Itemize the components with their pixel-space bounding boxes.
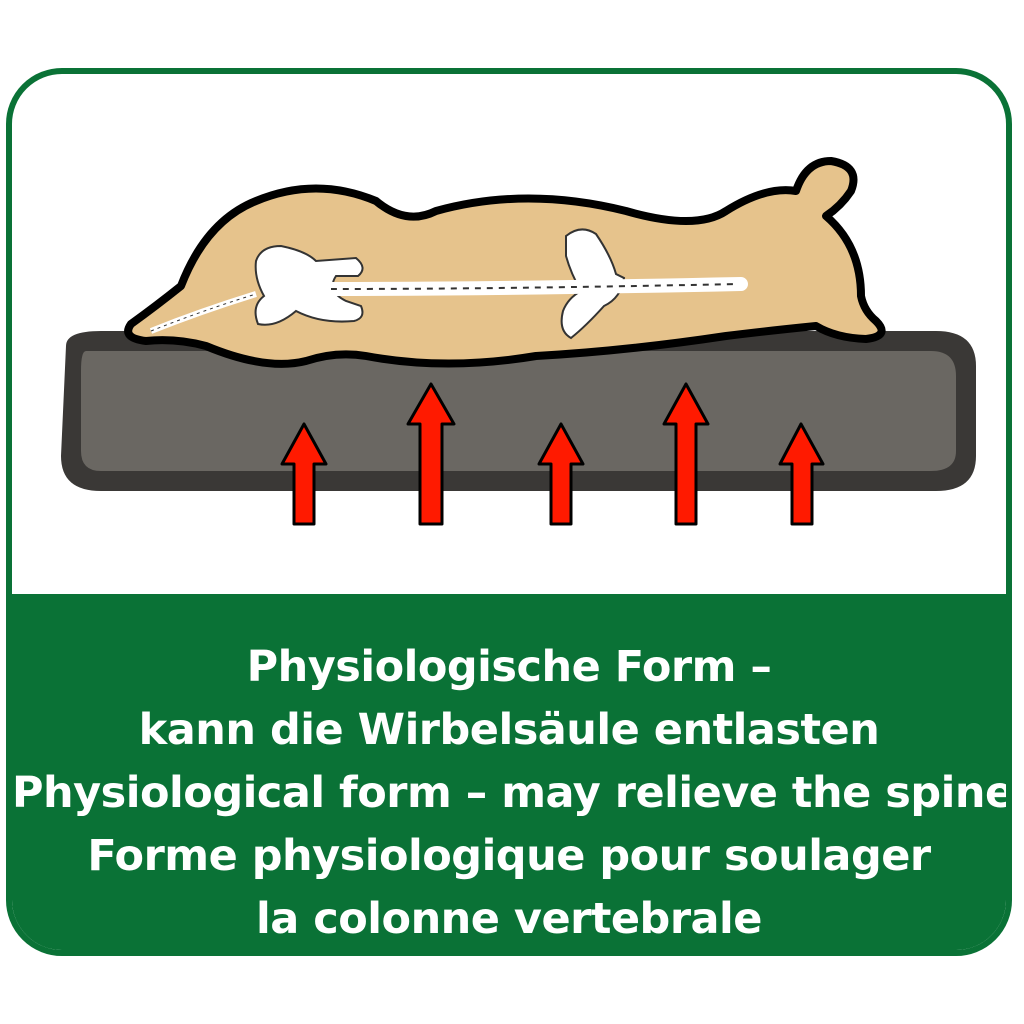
- skeleton-icon: [149, 228, 748, 340]
- up-arrow-icon: [280, 382, 825, 526]
- illustration: [61, 157, 976, 526]
- caption: Physiologische Form – kann die Wirbelsäu…: [12, 636, 1012, 950]
- caption-line-2: kann die Wirbelsäule entlasten: [138, 705, 880, 755]
- caption-line-3: Physiological form – may relieve the spi…: [12, 768, 1012, 818]
- dog-silhouette-icon: [124, 157, 886, 368]
- caption-line-4: Forme physiologique pour soulager: [87, 831, 931, 881]
- caption-line-1: Physiologische Form –: [246, 642, 772, 692]
- caption-line-5: la colonne vertebrale: [256, 894, 762, 944]
- caption-panel: Physiologische Form – kann die Wirbelsäu…: [12, 594, 1006, 950]
- info-card: Physiologische Form – kann die Wirbelsäu…: [6, 68, 1012, 956]
